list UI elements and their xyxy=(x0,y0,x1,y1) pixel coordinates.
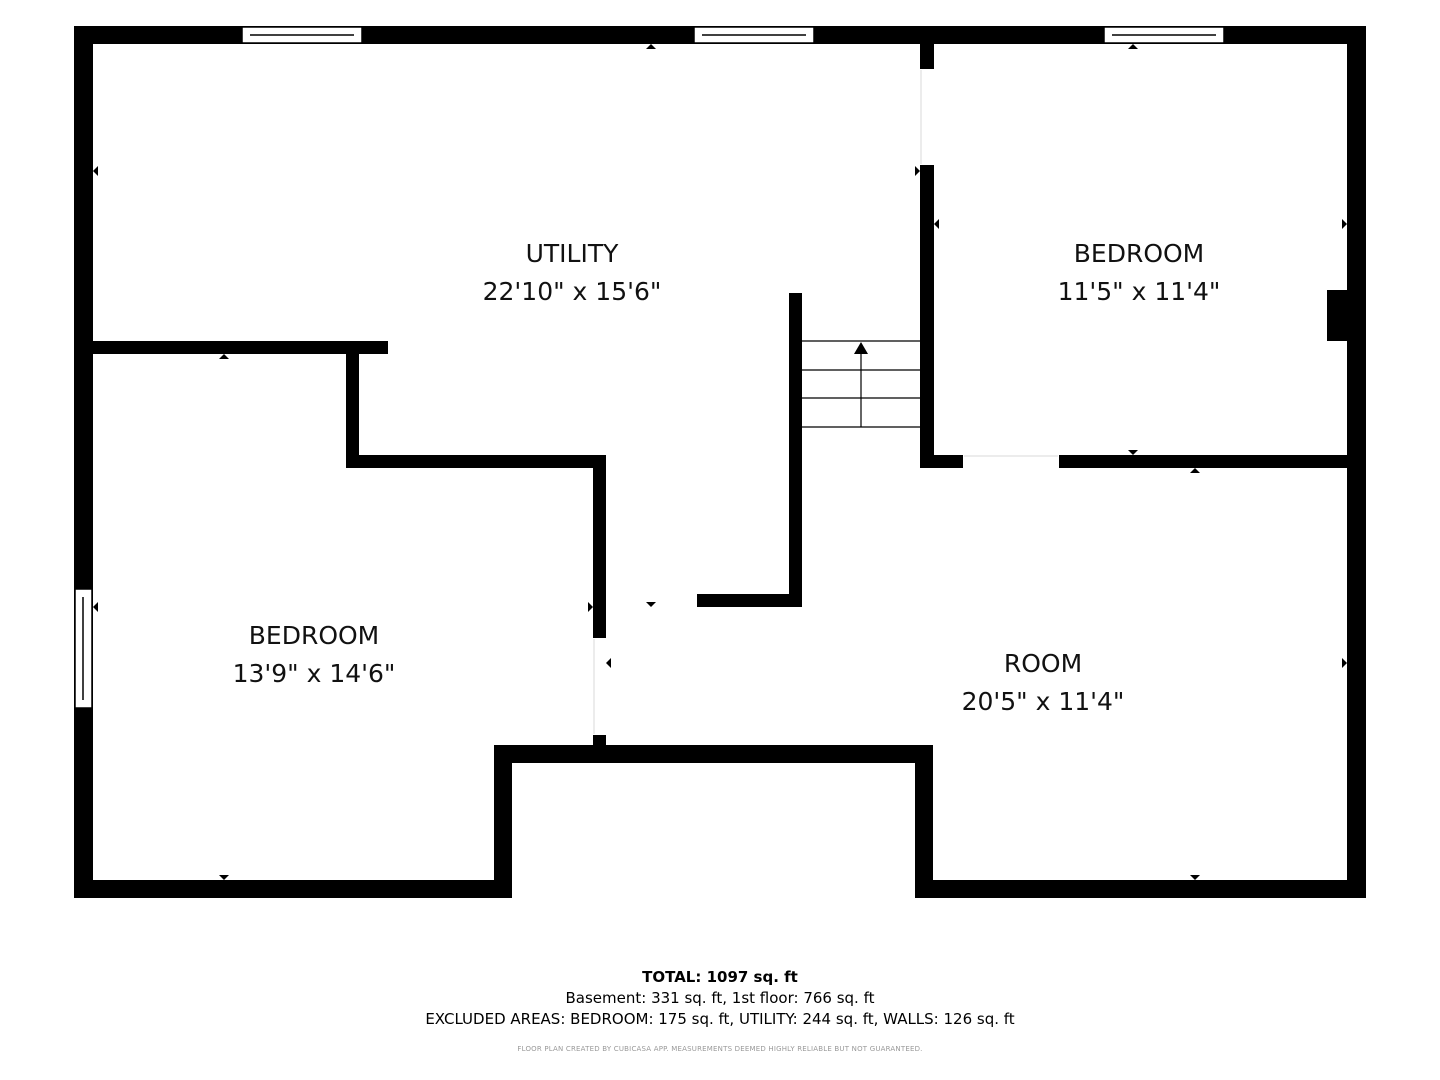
window-top-2 xyxy=(693,26,815,44)
windows xyxy=(74,26,1225,709)
room-name: ROOM xyxy=(1003,649,1083,678)
marker-icon xyxy=(93,166,98,176)
marker-icon xyxy=(219,354,229,359)
window-top-3 xyxy=(1103,26,1225,44)
room-label-bedroom-left: BEDROOM 13'9" x 14'6" xyxy=(233,617,396,693)
wall-notch-top xyxy=(494,745,933,763)
wall-bedroom-left-vertical-c xyxy=(593,735,606,747)
marker-icon xyxy=(1342,219,1347,229)
wall-bedroom-right-bottom-a xyxy=(920,455,963,468)
wall-right xyxy=(1347,26,1366,898)
wall-stair-horizontal xyxy=(697,594,802,607)
room-name: BEDROOM xyxy=(248,621,380,650)
stairs xyxy=(802,340,920,428)
room-label-room: ROOM 20'5" x 11'4" xyxy=(962,645,1125,721)
marker-icon xyxy=(1128,450,1138,455)
stairs-up-arrow-icon xyxy=(854,342,868,354)
marker-icon xyxy=(1342,658,1347,668)
wall-stair-vertical xyxy=(789,293,802,607)
marker-icon xyxy=(1190,875,1200,880)
marker-icon xyxy=(93,602,98,612)
wall-bottom-left xyxy=(74,880,512,898)
excluded-areas: EXCLUDED AREAS: BEDROOM: 175 sq. ft, UTI… xyxy=(425,1010,1015,1028)
wall-notch-right xyxy=(915,745,933,898)
wall-bedroom-right-left-b xyxy=(920,165,934,468)
disclaimer: FLOOR PLAN CREATED BY CUBICASA APP. MEAS… xyxy=(517,1045,923,1053)
marker-icon xyxy=(606,658,611,668)
room-label-bedroom-upper-right: BEDROOM 11'5" x 11'4" xyxy=(1058,235,1221,311)
marker-icon xyxy=(646,602,656,607)
marker-icon xyxy=(219,875,229,880)
interior-walls xyxy=(93,44,1347,747)
wall-left xyxy=(74,26,93,898)
measurement-markers xyxy=(93,44,1347,880)
window-left xyxy=(74,588,93,709)
room-dimensions: 11'5" x 11'4" xyxy=(1057,277,1221,306)
floor-areas: Basement: 331 sq. ft, 1st floor: 766 sq.… xyxy=(565,989,875,1007)
total-area: TOTAL: 1097 sq. ft xyxy=(642,968,798,986)
room-label-utility: UTILITY 22'10" x 15'6" xyxy=(483,235,662,311)
room-dimensions: 22'10" x 15'6" xyxy=(482,277,662,306)
wall-utility-bedroom-top xyxy=(93,341,388,354)
marker-icon xyxy=(915,166,920,176)
area-summary: TOTAL: 1097 sq. ft Basement: 331 sq. ft,… xyxy=(0,966,1440,1054)
door-openings xyxy=(593,70,1058,734)
window-top-1 xyxy=(241,26,363,44)
marker-icon xyxy=(588,602,593,612)
marker-icon xyxy=(934,219,939,229)
floor-plan xyxy=(74,26,1366,898)
marker-icon xyxy=(1128,44,1138,49)
wall-notch-left xyxy=(494,745,512,898)
wall-bedroom-right-bottom-b xyxy=(1059,455,1347,468)
room-name: UTILITY xyxy=(525,239,619,268)
room-dimensions: 13'9" x 14'6" xyxy=(232,659,396,688)
room-dimensions: 20'5" x 11'4" xyxy=(961,687,1125,716)
wall-bedroom-left-vertical-b xyxy=(593,455,606,638)
outer-walls xyxy=(74,26,1366,898)
closet-block xyxy=(1327,290,1347,341)
room-name: BEDROOM xyxy=(1073,239,1205,268)
wall-bottom-right xyxy=(915,880,1366,898)
marker-icon xyxy=(646,44,656,49)
marker-icon xyxy=(1190,468,1200,473)
wall-bedroom-left-horizontal xyxy=(346,455,606,468)
wall-bedroom-right-left-a xyxy=(920,44,934,69)
wall-bedroom-left-vertical-a xyxy=(346,341,359,468)
